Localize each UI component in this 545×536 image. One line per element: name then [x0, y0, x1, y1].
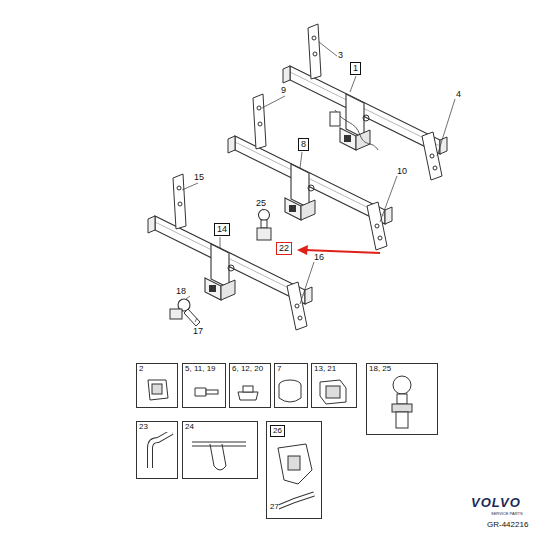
callout-box: 14	[214, 223, 230, 236]
callout-number: 4	[455, 89, 462, 99]
callout-number: 18	[175, 286, 187, 296]
part-box: 7	[274, 363, 308, 408]
callout-box: 26	[270, 425, 285, 437]
part-box: 13, 21	[311, 363, 357, 408]
brand-text: VOLVO	[470, 496, 522, 510]
callout-number: 24	[185, 422, 255, 432]
callout-box: 8	[298, 138, 309, 151]
callout-number: 15	[193, 172, 205, 182]
brand-text: GR-442216	[486, 520, 529, 529]
part-box: 18, 25	[366, 363, 438, 435]
callout-box: 1	[350, 62, 361, 75]
callout-number: 26	[273, 426, 282, 436]
callout-number: 9	[280, 85, 287, 95]
brand-text: SERVICE PARTS	[490, 511, 524, 516]
callout-number: 6, 12, 20	[232, 364, 268, 374]
callout-number: 1	[353, 63, 358, 74]
part-box: 6, 12, 20	[229, 363, 271, 408]
callout-box: 22	[276, 242, 292, 255]
callout-number: 18, 25	[369, 364, 435, 374]
callout-number: 17	[192, 326, 204, 336]
callout-number: 16	[313, 252, 325, 262]
callout-number: 8	[301, 139, 306, 150]
callout-number: 2	[139, 364, 175, 374]
part-box: 27 26	[266, 421, 322, 519]
part-box: 2	[136, 363, 178, 408]
callout-number: 5, 11, 19	[185, 364, 223, 374]
callout-number: 27	[270, 502, 279, 512]
callout-number: 22	[279, 243, 289, 254]
callout-number: 10	[396, 166, 408, 176]
callout-number: 25	[255, 198, 267, 208]
part-box: 5, 11, 19	[182, 363, 226, 408]
callout-number: 3	[337, 50, 344, 60]
callout-number: 23	[139, 422, 175, 432]
callout-number: 7	[277, 364, 305, 374]
part-box: 23	[136, 421, 178, 479]
part-box: 24	[182, 421, 258, 479]
callout-number: 13, 21	[314, 364, 354, 374]
callout-number: 14	[217, 224, 227, 235]
